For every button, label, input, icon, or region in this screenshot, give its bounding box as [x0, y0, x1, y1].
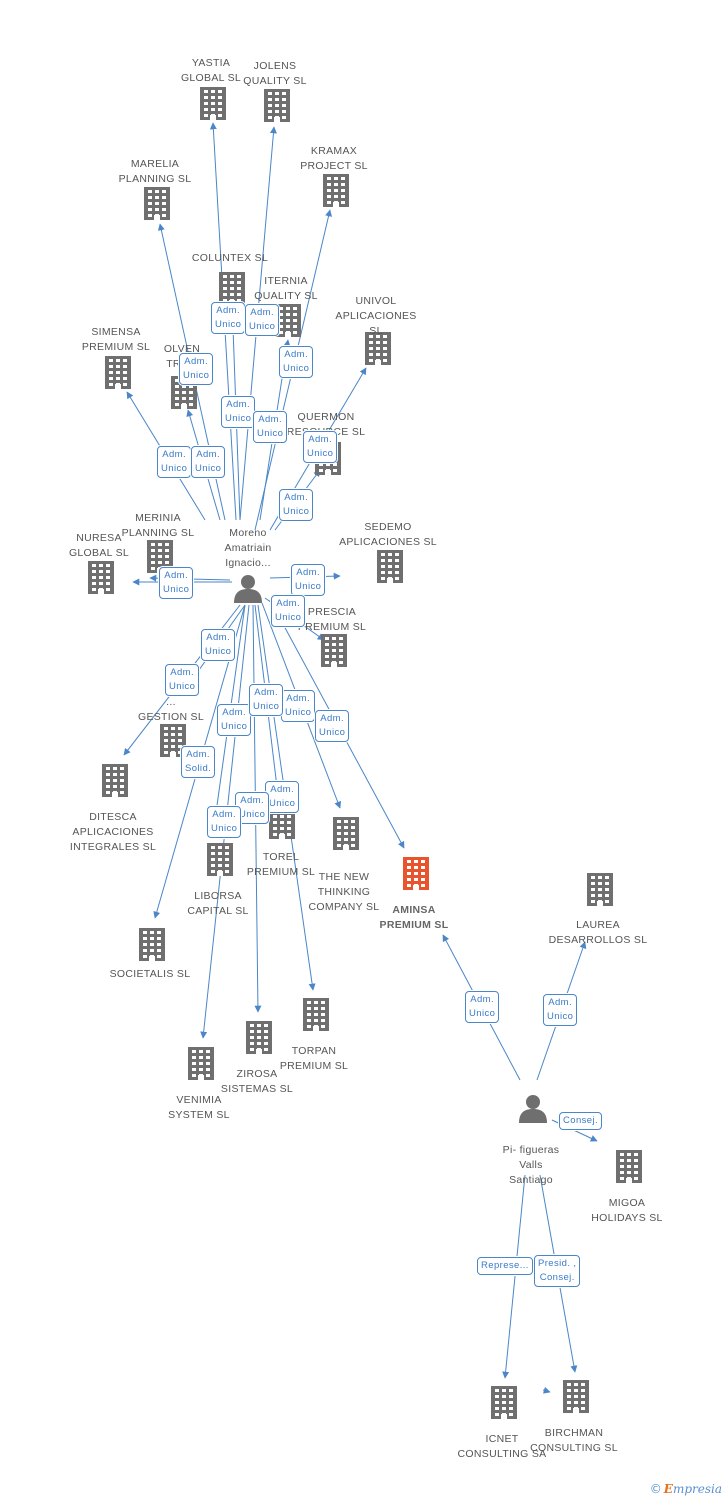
relation-label-moreno-to-iternia[interactable]: Adm. Unico: [253, 411, 288, 443]
empresia-logo: ©Empresia: [650, 1482, 722, 1496]
node-label-birchman[interactable]: BIRCHMAN CONSULTING SL: [530, 1427, 618, 1454]
node-label-marelia[interactable]: MARELIA PLANNING SL: [118, 158, 192, 185]
building-icon-sedemo[interactable]: [375, 549, 405, 583]
building-icon-thenew[interactable]: [331, 816, 361, 850]
building-icon-jolens[interactable]: [262, 88, 292, 122]
relation-label-moreno-to-gestion[interactable]: Adm. Unico: [201, 629, 236, 661]
relation-label-moreno-to-nuresa[interactable]: Adm. Unico: [159, 567, 194, 599]
relation-label-pifigueras-to-birchman[interactable]: Presid. , Consej.: [534, 1255, 581, 1287]
node-label-coluntex[interactable]: COLUNTEX SL: [191, 252, 269, 264]
relation-label-pifigueras-to-icnet[interactable]: Represe...: [477, 1257, 533, 1275]
node-label-sedemo[interactable]: SEDEMO APLICACIONES SL: [339, 521, 437, 548]
building-icon-ditesca[interactable]: [100, 763, 130, 797]
node-label-pifigueras[interactable]: Pi- figueras Valls Santiago: [502, 1144, 560, 1186]
relation-label-moreno-to-yastia[interactable]: Adm. Unico: [211, 302, 246, 334]
building-icon-nuresa[interactable]: [86, 560, 116, 594]
relation-label-moreno-to-jolens[interactable]: Adm. Unico: [245, 304, 280, 336]
building-icon-venimia[interactable]: [186, 1046, 216, 1080]
relation-label-moreno-to-coluntex[interactable]: Adm. Unico: [221, 396, 256, 428]
building-icon-aminsa[interactable]: [401, 856, 431, 890]
node-label-aminsa[interactable]: AMINSA PREMIUM SL: [379, 904, 449, 931]
relation-label-moreno-to-kramax[interactable]: Adm. Unico: [279, 346, 314, 378]
building-icon-birchman[interactable]: [561, 1379, 591, 1413]
building-icon-liborsa[interactable]: [205, 842, 235, 876]
building-icon-prescia[interactable]: [319, 633, 349, 667]
edge-pifigueras-to-icnet: [502, 1174, 526, 1379]
brand-name: mpresia: [672, 1482, 722, 1496]
building-icon-univol[interactable]: [363, 331, 393, 365]
edge-icnet-to-birchman: [542, 1386, 551, 1394]
building-icon-simensa[interactable]: [103, 355, 133, 389]
node-label-zirosa[interactable]: ZIROSA SISTEMAS SL: [220, 1068, 294, 1095]
node-label-icnet[interactable]: ICNET CONSULTING SA: [457, 1433, 547, 1460]
building-icon-iternia[interactable]: [273, 303, 303, 337]
building-icon-laurea[interactable]: [585, 872, 615, 906]
relation-label-moreno-to-simensa[interactable]: Adm. Unico: [157, 446, 192, 478]
brand-initial: E: [663, 1482, 673, 1496]
building-icon-olven[interactable]: [169, 375, 199, 409]
node-label-yastia[interactable]: YASTIA GLOBAL SL: [180, 57, 242, 84]
relation-label-moreno-to-marelia[interactable]: Adm. Unico: [179, 353, 214, 385]
building-icon-societalis[interactable]: [137, 927, 167, 961]
relation-label-pifigueras-to-laurea[interactable]: Adm. Unico: [543, 994, 578, 1026]
relation-label-moreno-to-aminsa[interactable]: Adm. Unico: [315, 710, 350, 742]
building-icon-migoa[interactable]: [614, 1149, 644, 1183]
node-label-nuresa[interactable]: NURESA GLOBAL SL: [68, 532, 130, 559]
building-icon-gestion[interactable]: [158, 723, 188, 757]
building-icon-marelia[interactable]: [142, 186, 172, 220]
relation-label-moreno-to-torel[interactable]: Adm. Unico: [265, 781, 300, 813]
node-label-iternia[interactable]: ITERNIA QUALITY SL: [254, 275, 318, 302]
relation-label-pifigueras-to-migoa[interactable]: Consej.: [559, 1112, 603, 1130]
relation-label-moreno-to-societalis[interactable]: Adm. Solid.: [181, 746, 216, 778]
relation-label-moreno-to-sedemo[interactable]: Adm. Unico: [291, 564, 326, 596]
person-icon-pifigueras[interactable]: [518, 1093, 548, 1123]
relation-label-moreno-to-venimia[interactable]: Adm. Unico: [207, 806, 242, 838]
node-label-univol[interactable]: UNIVOL APLICACIONES SL: [335, 295, 417, 337]
node-label-torel[interactable]: TOREL PREMIUM SL: [246, 851, 316, 878]
node-label-migoa[interactable]: MIGOA HOLIDAYS SL: [591, 1197, 663, 1224]
copyright-symbol: ©: [649, 1482, 662, 1496]
building-icon-kramax[interactable]: [321, 173, 351, 207]
relation-label-moreno-to-thenew[interactable]: Adm. Unico: [281, 690, 316, 722]
relation-label-moreno-to-prescia[interactable]: Adm. Unico: [271, 595, 306, 627]
node-label-prescia[interactable]: PRESCIA PREMIUM SL: [297, 606, 367, 633]
building-icon-yastia[interactable]: [198, 86, 228, 120]
building-icon-torpan[interactable]: [301, 997, 331, 1031]
building-icon-zirosa[interactable]: [244, 1020, 274, 1054]
relation-label-moreno-to-univol[interactable]: Adm. Unico: [303, 431, 338, 463]
node-label-ditesca[interactable]: DITESCA APLICACIONES INTEGRALES SL: [69, 811, 157, 853]
node-label-venimia[interactable]: VENIMIA SYSTEM SL: [168, 1094, 230, 1121]
relation-label-moreno-to-liborsa[interactable]: Adm. Unico: [217, 704, 252, 736]
node-label-laurea[interactable]: LAUREA DESARROLLOS SL: [548, 919, 648, 946]
building-icon-coluntex[interactable]: [217, 271, 247, 305]
building-icon-icnet[interactable]: [489, 1385, 519, 1419]
relation-label-pifigueras-to-aminsa[interactable]: Adm. Unico: [465, 991, 500, 1023]
node-label-simensa[interactable]: SIMENSA PREMIUM SL: [81, 326, 151, 353]
node-label-thenew[interactable]: THE NEW THINKING COMPANY SL: [308, 871, 380, 913]
node-label-torpan[interactable]: TORPAN PREMIUM SL: [279, 1045, 349, 1072]
relation-label-moreno-to-torpan[interactable]: Adm. Unico: [249, 684, 284, 716]
node-label-liborsa[interactable]: LIBORSA CAPITAL SL: [187, 890, 249, 917]
node-label-gestion[interactable]: ... GESTION SL: [137, 696, 204, 723]
relation-label-moreno-to-quermon[interactable]: Adm. Unico: [279, 489, 314, 521]
node-label-merinia[interactable]: MERINIA PLANNING SL: [121, 512, 195, 539]
person-icon-moreno[interactable]: [233, 573, 263, 603]
node-label-kramax[interactable]: KRAMAX PROJECT SL: [300, 145, 368, 172]
relation-label-moreno-to-olven[interactable]: Adm. Unico: [191, 446, 226, 478]
node-label-jolens[interactable]: JOLENS QUALITY SL: [243, 60, 307, 87]
relation-label-moreno-to-ditesca[interactable]: Adm. Unico: [165, 664, 200, 696]
node-label-moreno[interactable]: Moreno Amatriain Ignacio...: [224, 527, 272, 569]
node-label-societalis[interactable]: SOCIETALIS SL: [109, 968, 191, 980]
